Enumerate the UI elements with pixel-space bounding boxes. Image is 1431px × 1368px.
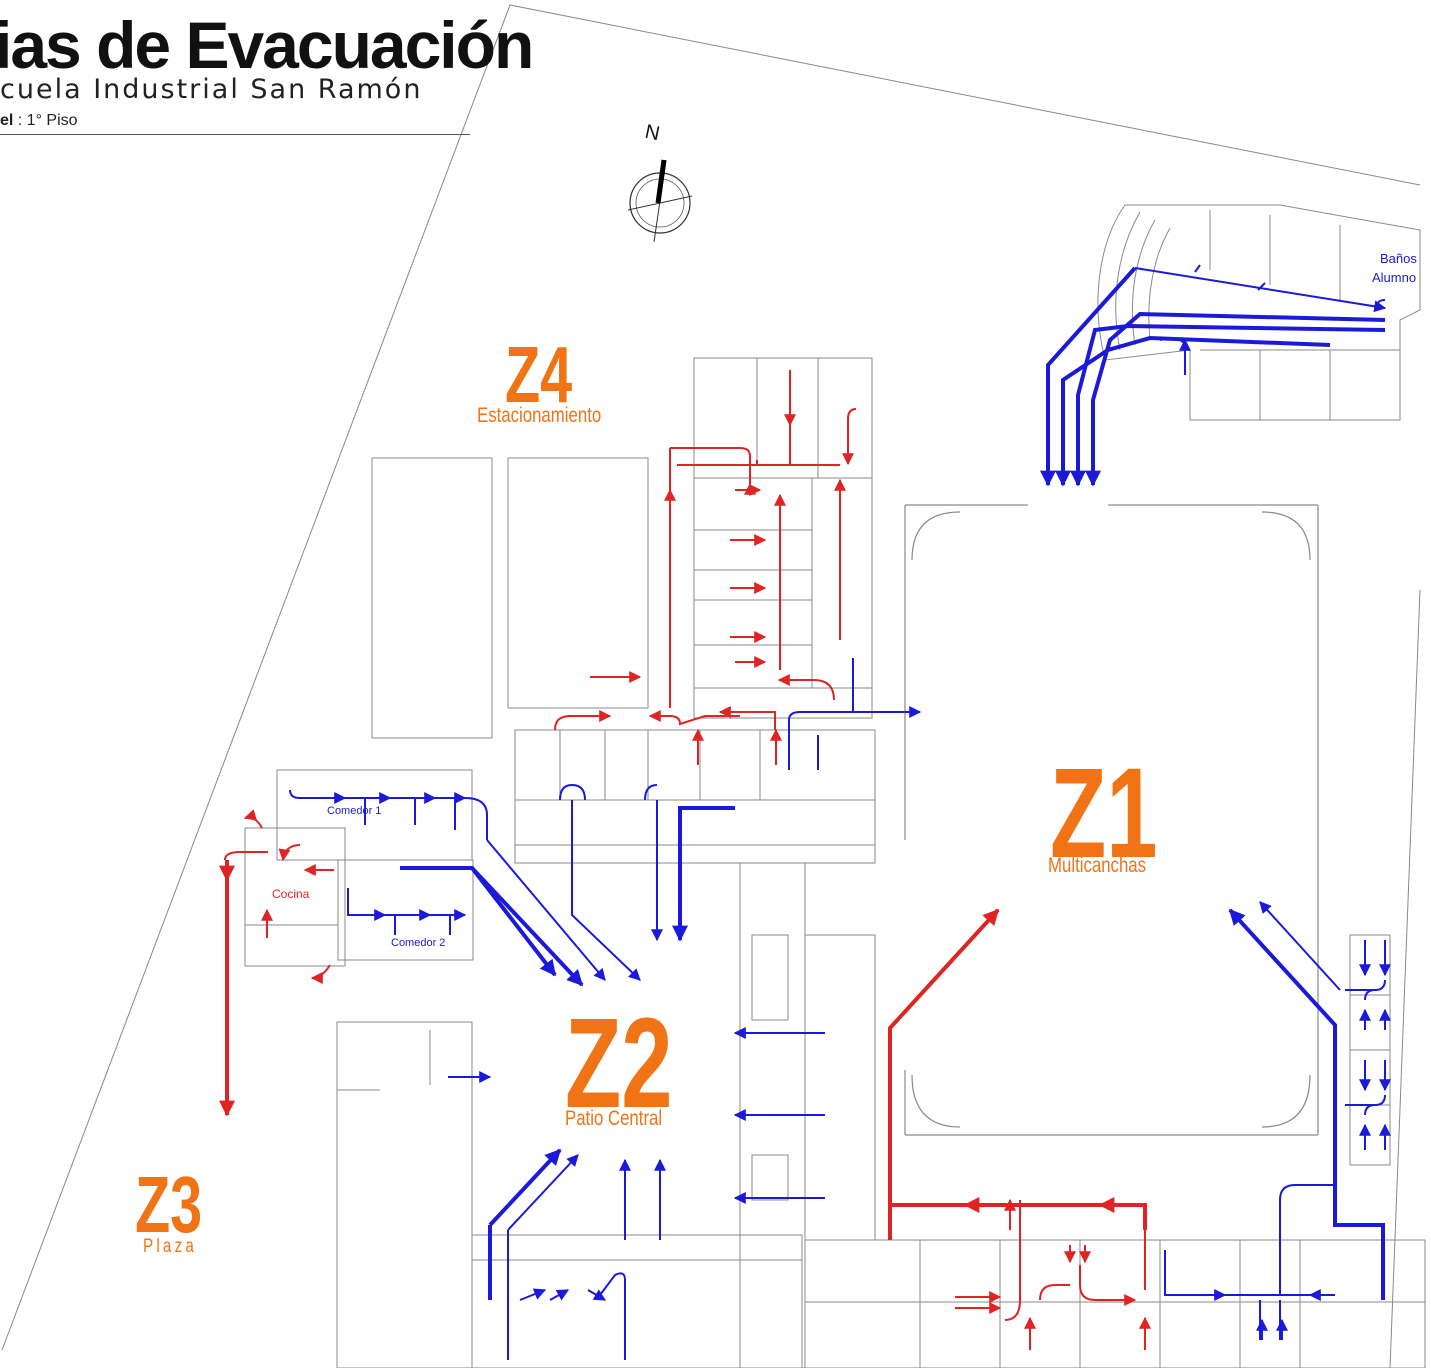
floor-level: el : 1° Piso: [0, 113, 78, 129]
zone-code-z1: Z1: [1050, 742, 1158, 885]
zone-code-z4: Z4: [505, 330, 573, 419]
room-label-banos: Baños: [1380, 251, 1417, 266]
building-outlines: [244, 204, 1426, 1368]
zone-name-z4: Estacionamiento: [477, 404, 602, 427]
red-main-routes: [219, 860, 1147, 1240]
room-label-comedor-1: Comedor 1: [327, 805, 382, 817]
multicanchas-court: [904, 504, 1319, 1136]
red-evacuation-routes: [224, 370, 1151, 1350]
blue-evacuation-routes: [289, 264, 1391, 1360]
zone-code-z3: Z3: [135, 1160, 203, 1249]
room-label-cocina: Cocina: [272, 887, 310, 901]
zone-code-z2: Z2: [565, 992, 673, 1135]
site-boundary: [1, 4, 1421, 1368]
zone-name-z1: Multicanchas: [1048, 854, 1147, 877]
zone-name-z3: Plaza: [143, 1236, 198, 1257]
map-title: ias de Evacuación: [0, 8, 534, 82]
floor-level-value: : 1° Piso: [13, 112, 78, 129]
map-subtitle: cuela Industrial San Ramón: [0, 74, 423, 105]
zone-name-z2: Patio Central: [565, 1107, 663, 1130]
title-divider: [0, 134, 470, 135]
room-label-alumno: Alumno: [1372, 270, 1417, 285]
blue-main-routes: [400, 266, 1386, 1300]
room-label-comedor-2: Comedor 2: [391, 937, 446, 949]
north-compass-icon: [627, 159, 693, 243]
floor-level-label: el: [0, 112, 14, 129]
